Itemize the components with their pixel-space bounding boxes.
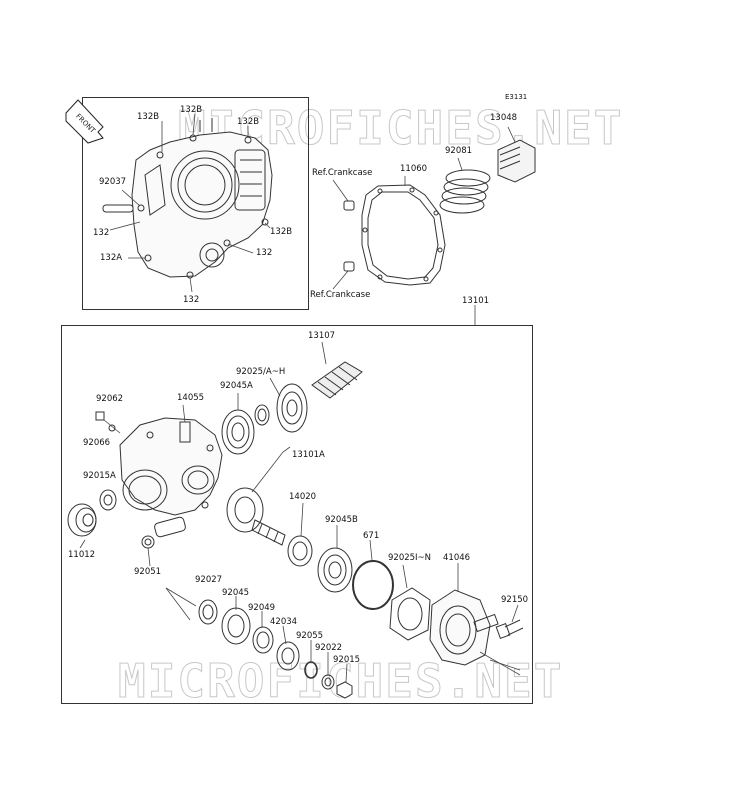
part-label: 92150 bbox=[501, 595, 529, 605]
part-label: 92022 bbox=[315, 643, 343, 653]
drive-shaft-part bbox=[311, 341, 363, 399]
shim-part bbox=[389, 564, 431, 641]
part-label: 92066 bbox=[83, 438, 111, 448]
dowel-pin-part bbox=[343, 200, 355, 211]
dowel-pin-part bbox=[102, 204, 134, 213]
part-label: 132B bbox=[180, 105, 203, 115]
bearing-housing-part bbox=[429, 563, 521, 676]
part-label: 92025I~N bbox=[388, 553, 432, 563]
part-label: 13107 bbox=[308, 331, 336, 341]
part-label: 92055 bbox=[296, 631, 324, 641]
part-label: 13101A bbox=[292, 450, 325, 460]
bolt-part bbox=[495, 604, 524, 639]
part-label: 92037 bbox=[99, 177, 127, 187]
oil-seal-part bbox=[67, 489, 117, 549]
part-label: Ref.Crankcase bbox=[310, 290, 371, 300]
plug-part bbox=[95, 411, 105, 421]
gear-case-part bbox=[119, 404, 223, 538]
part-label: 132 bbox=[93, 228, 110, 238]
part-label: 42034 bbox=[270, 617, 298, 627]
part-label: 92015 bbox=[333, 655, 361, 665]
spring-part bbox=[439, 157, 491, 214]
washer-part bbox=[108, 424, 116, 432]
part-label: 92027 bbox=[195, 575, 223, 585]
part-label: 13101 bbox=[462, 296, 490, 306]
collar-part bbox=[141, 535, 155, 549]
o-ring-part bbox=[352, 560, 394, 610]
dowel-pin-part bbox=[343, 261, 355, 272]
part-label: 41046 bbox=[443, 553, 471, 563]
part-label: 92025/A~H bbox=[236, 367, 286, 377]
part-label: 132B bbox=[237, 117, 260, 127]
part-label: 14020 bbox=[289, 492, 317, 502]
part-label: 92045A bbox=[220, 381, 253, 391]
crankcase-cover-part bbox=[131, 118, 273, 279]
diagram-code: E3131 bbox=[505, 93, 528, 101]
bearing-part bbox=[287, 502, 353, 593]
front-arrow-icon: FRONT bbox=[65, 99, 104, 144]
part-label: 92049 bbox=[248, 603, 276, 613]
part-label: 92062 bbox=[96, 394, 124, 404]
final-gear-case-box bbox=[61, 325, 533, 704]
part-label: 132B bbox=[270, 227, 293, 237]
bearing-part bbox=[221, 393, 270, 455]
part-label: 92015A bbox=[83, 471, 116, 481]
pinion-gear-part bbox=[226, 446, 291, 546]
watermark-bottom: MICROFICHES.NET bbox=[117, 654, 564, 708]
part-label: 92045B bbox=[325, 515, 358, 525]
part-label: 92045 bbox=[222, 588, 250, 598]
part-label: 92051 bbox=[134, 567, 162, 577]
ring-gear-part bbox=[269, 377, 308, 433]
lower-parts-stack bbox=[165, 587, 353, 699]
part-label: 11012 bbox=[68, 550, 96, 560]
part-label: 132 bbox=[256, 248, 273, 258]
part-label: 671 bbox=[363, 531, 380, 541]
part-label: 132 bbox=[183, 295, 200, 305]
part-label: 14055 bbox=[177, 393, 205, 403]
part-label: 92081 bbox=[445, 146, 473, 156]
part-label: Ref.Crankcase bbox=[312, 168, 373, 178]
part-label: 132A bbox=[100, 253, 123, 263]
damper-cam-part bbox=[497, 126, 536, 183]
part-label: 13048 bbox=[490, 113, 518, 123]
gasket-part bbox=[361, 184, 446, 286]
part-label: 11060 bbox=[400, 164, 428, 174]
part-label: 132B bbox=[137, 112, 160, 122]
crankcase-cover-box bbox=[82, 97, 309, 310]
